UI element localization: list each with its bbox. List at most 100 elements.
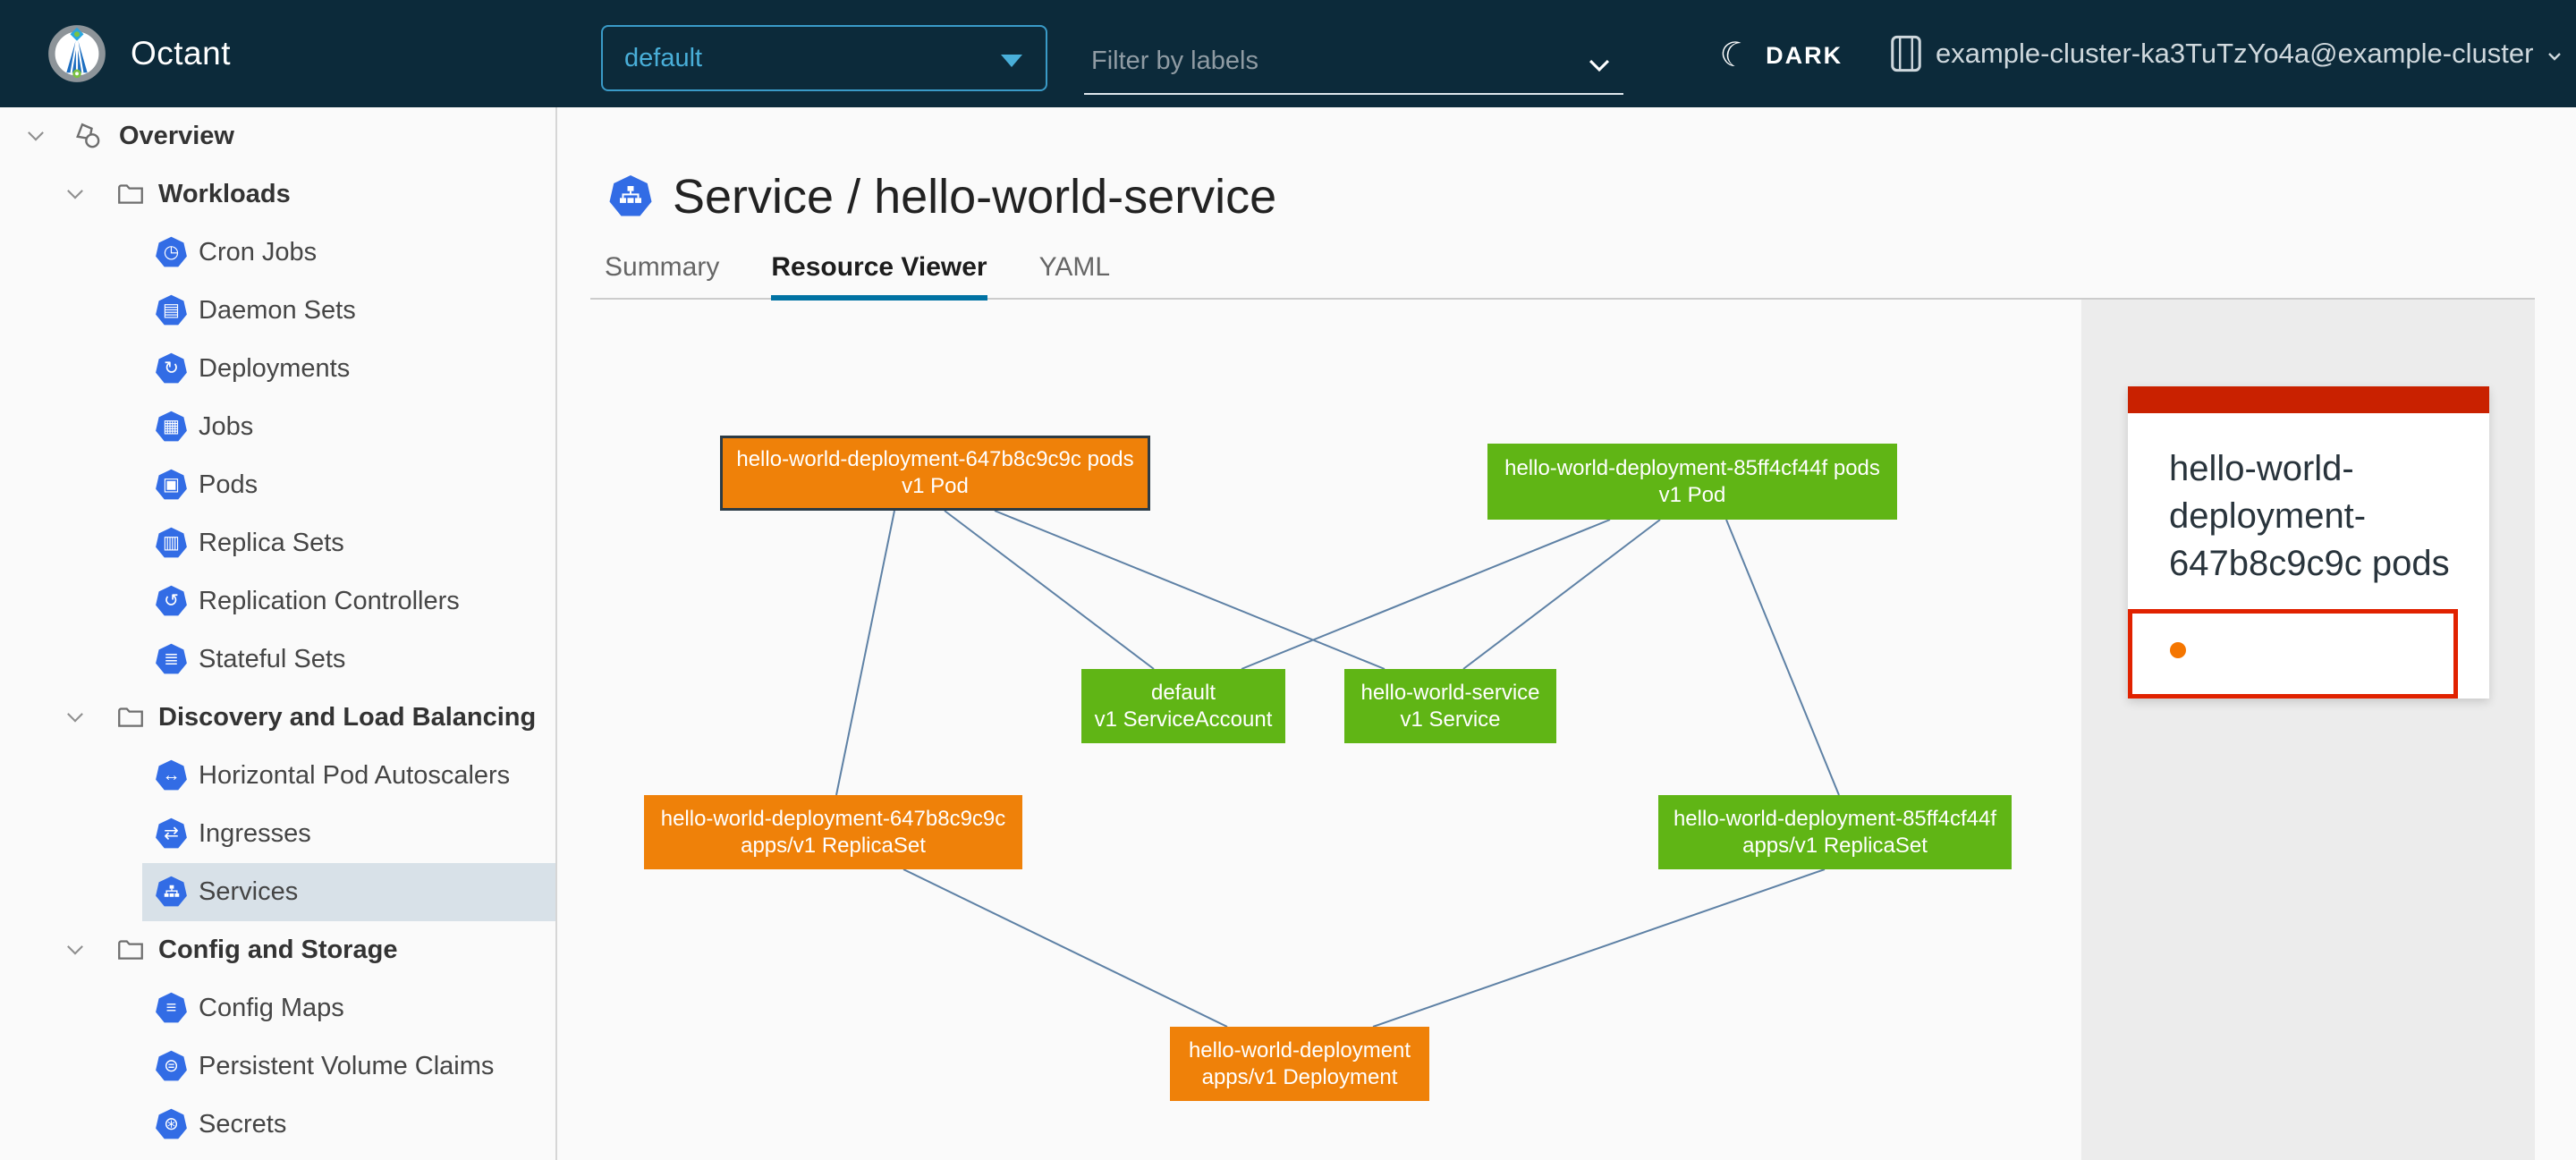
detail-panel: hello-world-deployment-647b8c9c9c pods [2081,300,2535,1160]
sidebar-item-label: Overview [119,122,234,150]
sidebar-item-label: Persistent Volume Claims [199,1052,495,1080]
page-head: Service / hello-world-service [608,152,1276,241]
pod-status-box[interactable] [2128,609,2458,699]
pod-status-dot[interactable] [2170,642,2186,658]
octant-logo [48,25,106,82]
sidebar-item-label: Deployments [199,354,351,383]
services-icon [156,876,187,907]
sidebar-item-workloads[interactable]: Workloads [0,165,555,224]
node-title: hello-world-deployment-85ff4cf44f pods [1504,455,1880,480]
theme-toggle-label: DARK [1766,41,1843,69]
sidebar-item-label: Replica Sets [199,529,344,557]
replication-controllers-icon: ↺ [156,585,187,616]
sidebar-item-replica-sets[interactable]: ▥ Replica Sets [0,514,555,572]
tab-bar: Summary Resource Viewer YAML [605,252,1162,301]
context-switcher[interactable]: example-cluster-ka3TuTzYo4a@example-clus… [1889,27,2565,80]
namespace-selector[interactable]: default [601,25,1047,91]
node-kind: v1 ServiceAccount [1094,707,1273,732]
sidebar-item-pods[interactable]: ▣ Pods [0,456,555,514]
deployments-icon: ↻ [156,352,187,384]
object-status-card: hello-world-deployment-647b8c9c9c pods [2128,386,2489,699]
sidebar-item-replication-controllers[interactable]: ↺ Replication Controllers [0,572,555,631]
chevron-down-icon[interactable] [63,705,88,734]
sidebar-item-label: Jobs [199,412,254,441]
chevron-down-icon [1589,59,1610,72]
sidebar-item-daemon-sets[interactable]: ▤ Daemon Sets [0,282,555,340]
sidebar-item-config-and-storage[interactable]: Config and Storage [0,921,555,979]
node-title: hello-world-deployment-647b8c9c9c pods [736,447,1134,471]
sidebar-item-label: Config Maps [199,994,344,1022]
cluster-context-label: example-cluster-ka3TuTzYo4a@example-clus… [1936,38,2534,69]
sidebar-item-config-maps[interactable]: ≡ Config Maps [0,979,555,1037]
chevron-down-icon[interactable] [63,937,88,967]
daemon-sets-icon: ▤ [156,294,187,326]
sidebar-item-overview[interactable]: Overview [0,107,555,165]
sidebar-item-label: Cron Jobs [199,238,318,267]
selected-row-highlight [142,863,555,921]
service-icon [609,175,652,216]
sidebar-item-secrets[interactable]: ⊛ Secrets [0,1096,555,1154]
brand: Octant [47,0,231,107]
secrets-icon: ⊛ [156,1108,187,1139]
node-kind: apps/v1 ReplicaSet [1742,833,1928,858]
node-title: hello-world-deployment-85ff4cf44f [1673,806,1997,831]
sidebar-item-stateful-sets[interactable]: ≣Stateful Sets [0,631,555,689]
overview-icon [72,120,104,157]
node-title: default [1150,680,1216,705]
sidebar-item-jobs[interactable]: ▦Jobs [0,398,555,456]
sidebar-item-label: Stateful Sets [199,645,346,673]
page-title: Service / hello-world-service [673,170,1277,224]
status-header-bar [2128,386,2489,413]
pods-icon: ▣ [156,469,187,500]
sidebar-item-ingresses[interactable]: ⇄Ingresses [0,805,555,863]
moon-icon: ☾ [1715,33,1754,78]
sidebar-item-label: Daemon Sets [199,296,356,325]
sidebar-item-deployments[interactable]: ↻ Deployments [0,340,555,398]
namespace-value: default [624,43,703,72]
sidebar-item-horizontal-pod-autoscalers[interactable]: ↔Horizontal Pod Autoscalers [0,747,555,805]
theme-toggle-button[interactable]: ☾ DARK [1715,32,1843,79]
label-filter-placeholder: Filter by labels [1091,47,1258,75]
cron-jobs-icon: ◷ [156,236,187,267]
app-title: Octant [131,35,231,72]
tab-resource-viewer[interactable]: Resource Viewer [771,252,987,301]
horizontal-pod-autoscalers-icon: ↔ [156,759,187,791]
folder-icon [115,934,146,969]
config-maps-icon: ≡ [156,992,187,1023]
node-kind: apps/v1 ReplicaSet [741,833,926,858]
sidebar-item-label: Pods [199,470,258,499]
label-filter-input[interactable]: Filter by labels [1084,36,1623,95]
sidebar-item-label: Discovery and Load Balancing [158,703,537,732]
sidebar-item-label: Workloads [158,180,291,208]
app-header: Octant default Filter by labels ☾ DARK e… [0,0,2576,107]
content-divider [590,298,2535,300]
chevron-down-icon[interactable] [63,182,88,211]
tab-summary[interactable]: Summary [605,252,720,282]
caret-down-icon [1001,55,1022,67]
sidebar-item-services[interactable]: Services [0,863,555,921]
replica-sets-icon: ▥ [156,527,187,558]
sidebar-item-label: Services [199,877,299,906]
chevron-down-icon[interactable] [23,123,48,153]
sidebar-item-label: Secrets [199,1110,287,1139]
sidebar-item-persistent-volume-claims[interactable]: ⊜ Persistent Volume Claims [0,1037,555,1096]
sidebar-item-discovery-and-load-balancing[interactable]: Discovery and Load Balancing [0,689,555,747]
sidebar-item-cron-jobs[interactable]: ◷ Cron Jobs [0,224,555,282]
tab-yaml[interactable]: YAML [1038,252,1111,282]
cluster-icon [1891,35,1921,72]
sidebar-item-label: Replication Controllers [199,587,460,615]
folder-icon [115,701,146,736]
persistent-volume-claims-icon: ⊜ [156,1050,187,1081]
sidebar-item-label: Config and Storage [158,936,398,964]
node-title: hello-world-deployment [1188,1037,1411,1063]
node-kind: v1 Service [1400,707,1501,732]
